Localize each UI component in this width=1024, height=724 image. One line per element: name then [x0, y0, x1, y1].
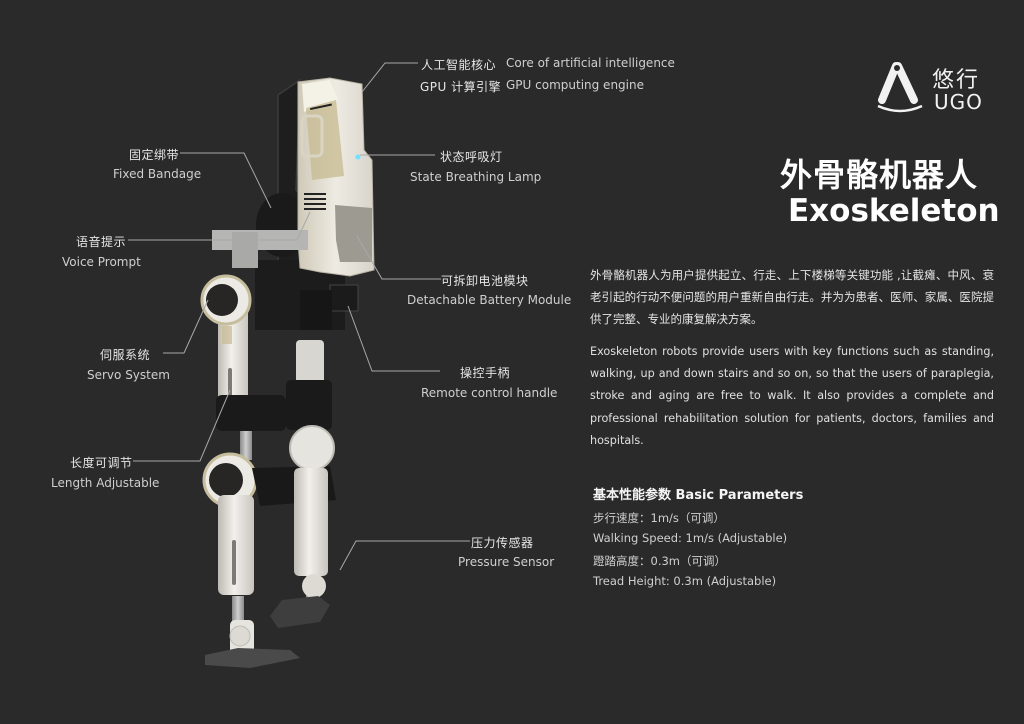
carry-handle: [300, 114, 324, 158]
callout-voice-cn: 语音提示: [76, 235, 127, 249]
param-walking-speed-en: Walking Speed: 1m/s (Adjustable): [593, 531, 788, 545]
callout-servo-cn: 伺服系统: [100, 348, 151, 362]
hip-bar: [212, 230, 308, 250]
right-shin: [294, 468, 328, 576]
brand-name-cn: 悠行: [932, 68, 981, 93]
param-walking-speed-cn: 步行速度：1m/s（可调）: [593, 511, 725, 525]
right-foot-plate: [270, 596, 330, 628]
pressure-sensor-joint: [302, 574, 326, 598]
right-knee-servo: [289, 425, 335, 471]
callout-ai-core-en: Core of artificial intelligence: [506, 56, 675, 70]
remote-handle-block: [329, 284, 359, 312]
callout-length-cn: 长度可调节: [70, 456, 133, 470]
callout-breathing-lamp-en: State Breathing Lamp: [410, 170, 542, 184]
callout-gpu-en: GPU computing engine: [506, 78, 644, 92]
callout-bandage-cn: 固定绑带: [129, 148, 180, 162]
callout-battery-cn: 可拆卸电池模块: [441, 274, 529, 288]
callout-voice-en: Voice Prompt: [62, 255, 141, 269]
page-title-cn: 外骨骼机器人: [780, 156, 979, 194]
callout-servo-en: Servo System: [87, 368, 170, 382]
ugo-logo: 悠行 UGO: [876, 60, 1006, 116]
callout-gpu-cn: GPU 计算引擎: [420, 80, 502, 94]
callout-ai-core-cn: 人工智能核心: [421, 58, 497, 72]
breathing-lamp: [355, 154, 361, 160]
param-tread-height-en: Tread Height: 0.3m (Adjustable): [593, 574, 777, 588]
callout-pressure-en: Pressure Sensor: [458, 555, 555, 569]
callout-remote-en: Remote control handle: [421, 386, 558, 400]
brand-name-en: UGO: [934, 90, 983, 114]
description-cn: 外骨骼机器人为用户提供起立、行走、上下楼梯等关键功能 ,让截瘫、中风、衰老引起的…: [590, 268, 994, 326]
battery-module: [335, 205, 372, 262]
page-title-en: Exoskeleton: [788, 193, 1000, 229]
ugo-logo-icon: [877, 62, 923, 113]
callout-battery-en: Detachable Battery Module: [407, 293, 572, 307]
callout-bandage-en: Fixed Bandage: [113, 167, 202, 181]
left-foot-plate: [205, 648, 300, 668]
callout-pressure-cn: 压力传感器: [471, 536, 534, 550]
param-tread-height-cn: 蹬踏高度：0.3m（可调）: [593, 554, 726, 568]
callout-remote-cn: 操控手柄: [460, 366, 511, 380]
parameters-title: 基本性能参数 Basic Parameters: [593, 488, 804, 503]
description-en: Exoskeleton robots provide users with ke…: [590, 345, 994, 447]
callout-length-en: Length Adjustable: [51, 476, 160, 490]
callout-breathing-lamp-cn: 状态呼吸灯: [440, 150, 503, 164]
